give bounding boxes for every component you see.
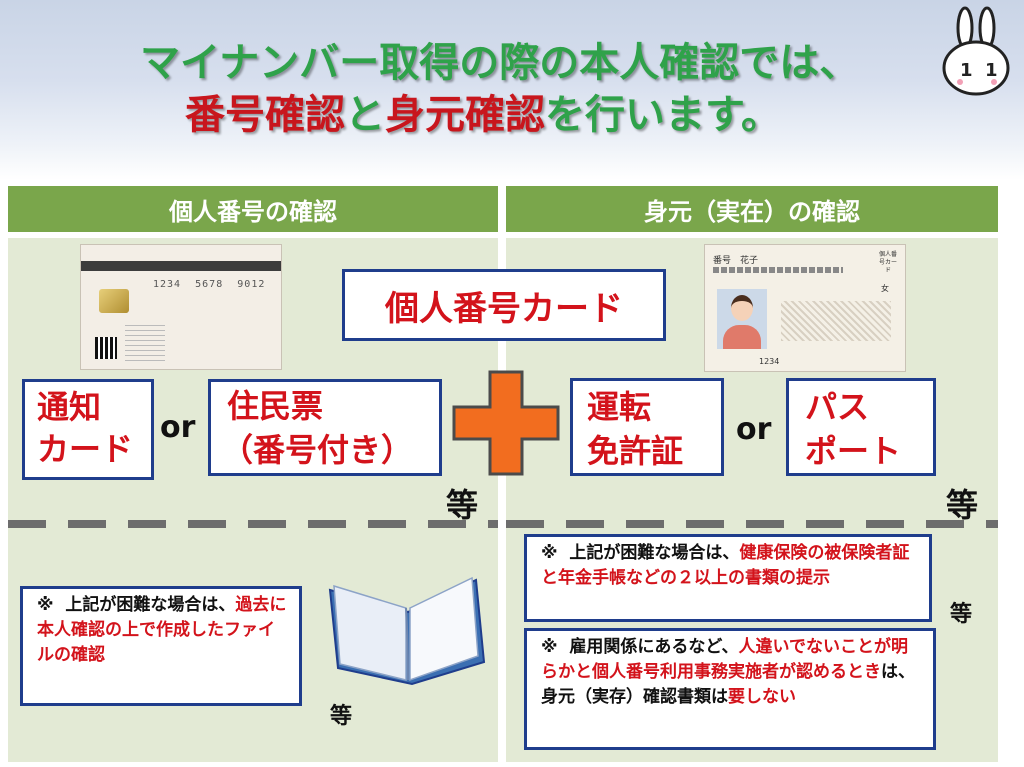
- or-label-right: or: [736, 412, 771, 447]
- etc-label-note: 等: [950, 596, 972, 628]
- etc-label-book: 等: [330, 698, 352, 730]
- ic-card-back: 1234 5678 9012: [80, 244, 282, 370]
- svg-text:1: 1: [985, 60, 998, 81]
- divider-right: [506, 520, 998, 528]
- title-identity-check: 身元確認: [385, 92, 545, 138]
- title-line-1: マイナンバー取得の際の本人確認では、: [140, 40, 859, 86]
- divider-left: [8, 520, 498, 528]
- title-number-check: 番号確認: [185, 92, 345, 138]
- resident-record-box: 住民票 （番号付き）: [208, 379, 442, 476]
- or-label-left: or: [160, 410, 195, 445]
- ic-card-front: 番号 花子 個人番号カード 女 1234: [704, 244, 906, 372]
- left-column-header: 個人番号の確認: [8, 186, 498, 232]
- photo: [717, 289, 767, 349]
- mynumber-card-box: 個人番号カード: [342, 269, 666, 341]
- open-book-icon: [320, 572, 488, 690]
- notice-card-box: 通知 カード: [22, 379, 154, 480]
- plus-icon: [452, 370, 560, 476]
- title-banner: [0, 0, 1024, 180]
- left-note-box: ※ 上記が困難な場合は、過去に本人確認の上で作成したファイルの確認: [20, 586, 302, 706]
- passport-box: パス ポート: [786, 378, 936, 476]
- right-column-header: 身元（実在）の確認: [506, 186, 998, 232]
- title-line-2: 番号確認と身元確認を行います。: [185, 92, 781, 138]
- right-note-2-box: ※ 雇用関係にあるなど、人違いでないことが明らかと個人番号利用事務実施者が認める…: [524, 628, 936, 750]
- mynumber-rabbit-logo: 1 1: [938, 4, 1014, 100]
- svg-text:1: 1: [960, 60, 973, 81]
- qr-code: [95, 337, 117, 359]
- right-note-1-box: ※ 上記が困難な場合は、健康保険の被保険者証と年金手帳などの２以上の書類の提示: [524, 534, 932, 622]
- ic-chip: [99, 289, 129, 313]
- drivers-license-box: 運転 免許証: [570, 378, 724, 476]
